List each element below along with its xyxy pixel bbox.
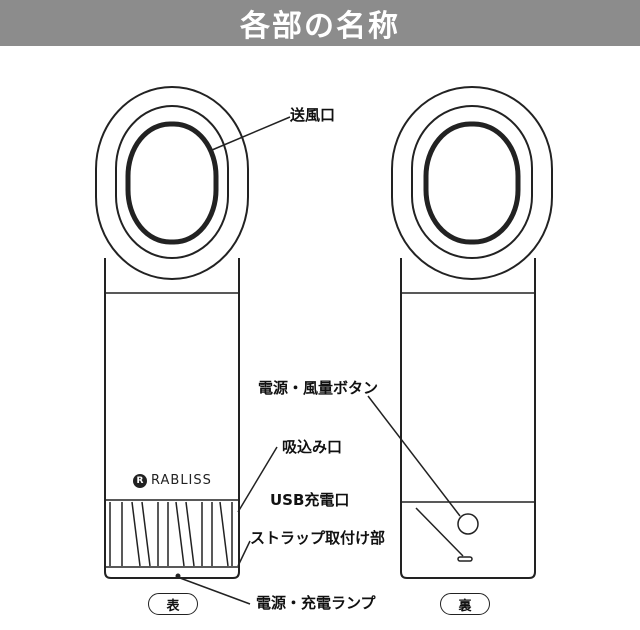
label-power-button: 電源・風量ボタン [258, 379, 379, 397]
label-lamp: 電源・充電ランプ [256, 594, 376, 612]
brand-mark-icon: R [133, 473, 147, 488]
leader-vent [211, 116, 291, 151]
page-title: 各部の名称 [240, 9, 400, 44]
back-body [400, 258, 536, 579]
back-outer-ring [391, 86, 553, 280]
back-view-label: 裏 [440, 593, 490, 615]
label-strap: ストラップ取付け部 [250, 529, 386, 547]
power-button-circle [457, 513, 479, 535]
brand-logo: R RABLISS [133, 473, 212, 488]
back-device [391, 86, 553, 579]
back-inner-ring [411, 105, 533, 259]
label-intake: 吸込み口 [282, 438, 343, 456]
title-bar: 各部の名称 [0, 0, 640, 46]
front-view-label: 表 [148, 593, 198, 615]
front-vent-opening [125, 121, 219, 245]
brand-name: RABLISS [151, 473, 212, 488]
label-vent: 送風口 [290, 106, 336, 124]
leader-usb [415, 507, 464, 557]
front-body [104, 258, 240, 579]
leader-strap [237, 540, 251, 567]
leader-power-button [367, 395, 461, 517]
front-outer-ring [95, 86, 249, 280]
front-inner-ring [115, 105, 229, 259]
leader-intake [237, 446, 278, 513]
label-usb-port: USB充電口 [270, 491, 350, 509]
front-intake-grille [109, 501, 233, 567]
front-lamp-dot [175, 573, 181, 579]
front-device [95, 86, 249, 579]
back-vent-opening [423, 121, 521, 245]
leader-lamp [179, 577, 251, 605]
leader-lines [179, 116, 464, 605]
usb-port-slot [457, 556, 473, 562]
